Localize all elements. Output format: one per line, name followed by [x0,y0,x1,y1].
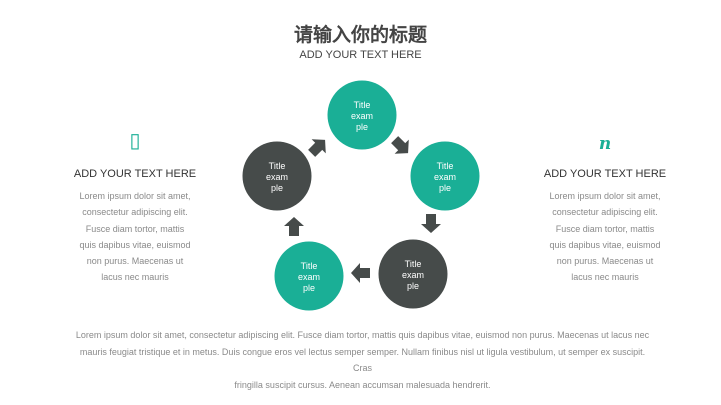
bottom-line: fringilla suscipit cursus. Aenean accums… [234,379,491,390]
cycle-step-label: Title [269,161,286,171]
bottom-paragraph: Lorem ipsum dolor sit amet, consectetur … [70,327,655,393]
right-line: Lorem ipsum dolor sit amet, [549,191,661,201]
cycle-step-label: exam [266,172,288,182]
n-letter-icon: n [598,134,612,154]
left-line: non purus. Maecenas ut [86,256,184,267]
cycle-step-label: exam [434,172,456,182]
right-line: consectetur adipiscing elit. [552,207,658,218]
right-line: non purus. Maecenas ut [556,256,654,267]
cycle-step-label: exam [298,272,320,282]
right-heading: ADD YOUR TEXT HERE [543,168,667,180]
left-line: Fusce diam tortor, mattis [85,223,185,234]
cycle-circle [327,80,397,150]
bottom-line: mauris feugiat tristique et in metus. Du… [79,346,646,374]
cycle-step-label: ple [356,122,368,132]
cycle-circle [242,141,312,211]
cycle-circle [274,241,344,311]
page-title: 请输入你的标题 [293,24,427,46]
page-subtitle: ADD YOUR TEXT HERE [299,49,422,61]
cycle-step-label: Title [437,161,454,171]
arrow-icon [391,136,409,154]
left-line: Lorem ipsum dolor sit amet, [79,191,191,201]
left-text-block: ▯ ADD YOUR TEXT HERE Lorem ipsum dolor s… [55,128,215,286]
cycle-circle [378,239,448,309]
cycle-step-label: ple [407,281,419,291]
cycle-circle [410,141,480,211]
left-line: quis dapibus vitae, euismod [79,239,191,250]
left-heading: ADD YOUR TEXT HERE [73,168,197,180]
cycle-step-label: ple [303,283,315,293]
right-text-block: n ADD YOUR TEXT HERE Lorem ipsum dolor s… [525,128,685,286]
arrow-icon [308,139,326,157]
left-line: lacus nec mauris [101,272,169,283]
bottom-line: Lorem ipsum dolor sit amet, consectetur … [75,330,650,340]
cycle-step-label: Title [301,261,318,271]
arrow-icon [421,214,441,233]
left-line: consectetur adipiscing elit. [82,207,188,218]
arrow-icon [284,217,304,236]
cycle-step-label: Title [405,259,422,269]
cycle-step-label: exam [351,111,373,121]
arrow-icon [351,263,370,283]
rectangle-outline-icon: ▯ [129,130,141,152]
right-line: quis dapibus vitae, euismod [549,239,661,250]
right-line: Fusce diam tortor, mattis [555,223,655,234]
cycle-step-label: Title [354,100,371,110]
cycle-step-label: exam [402,270,424,280]
cycle-step-label: ple [271,183,283,193]
right-line: lacus nec mauris [571,272,639,283]
cycle-step-label: ple [439,183,451,193]
